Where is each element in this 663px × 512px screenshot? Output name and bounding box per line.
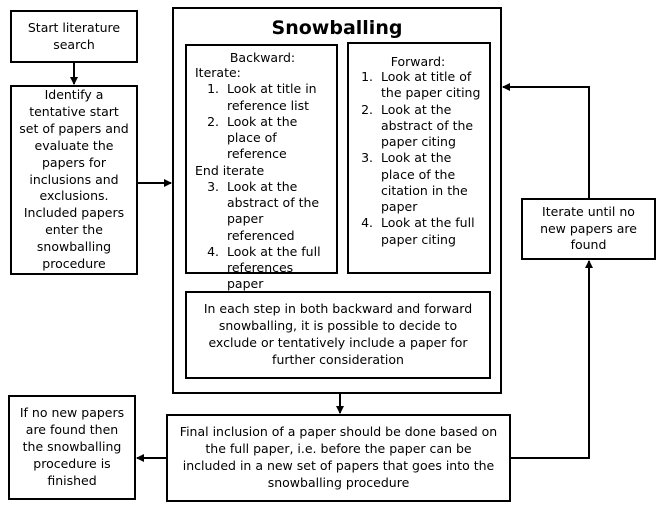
note-text: In each step in both backward and forwar…: [203, 301, 473, 367]
backward-end-iterate-label: End iterate: [195, 162, 265, 178]
backward-iterate-label: Iterate:: [195, 65, 241, 80]
note-box: In each step in both backward and forwar…: [185, 291, 491, 379]
start-box: Start literature search: [10, 10, 138, 63]
final-box: Final inclusion of a paper should be don…: [166, 414, 511, 502]
identify-box: Identify a tentative start set of papers…: [10, 85, 138, 275]
start-box-text: Start literature search: [27, 19, 121, 52]
iterate-box: Iterate until no new papers are found: [521, 198, 656, 260]
backward-title: Backward:: [229, 50, 296, 65]
final-box-text: Final inclusion of a paper should be don…: [179, 424, 498, 490]
forward-step: Look at the abstract of the paper citing: [377, 102, 483, 151]
backward-box: Backward: Iterate: Look at title in refe…: [185, 44, 338, 291]
forward-box: Forward: Look at title of the paper citi…: [347, 42, 491, 274]
identify-box-text: Identify a tentative start set of papers…: [19, 87, 129, 271]
snowballing-box: Snowballing Backward: Iterate: Look at t…: [172, 7, 502, 394]
backward-steps-b: Look at the abstract of the paper refere…: [195, 179, 330, 293]
forward-step: Look at title of the paper citing: [377, 69, 483, 102]
arrow-iterate-to-snowballing: [502, 83, 590, 198]
forward-title: Forward:: [390, 54, 446, 69]
forward-step: Look at the place of the citation in the…: [377, 150, 483, 215]
snowballing-title: Snowballing: [271, 17, 403, 39]
finish-box-text: If no new papers are found then the snow…: [19, 405, 125, 488]
backward-steps-a: Look at title in reference list Look at …: [195, 81, 330, 162]
backward-step: Look at the abstract of the paper refere…: [223, 179, 330, 244]
forward-steps: Look at title of the paper citing Look a…: [353, 69, 483, 248]
iterate-box-text: Iterate until no new papers are found: [540, 203, 637, 253]
forward-step: Look at the full paper citing: [377, 215, 483, 248]
backward-step: Look at title in reference list: [223, 81, 330, 114]
backward-step: Look at the place of reference: [223, 114, 330, 163]
arrow-final-to-iterate: [511, 260, 593, 459]
backward-step: Look at the full references paper: [223, 244, 330, 293]
finish-box: If no new papers are found then the snow…: [8, 395, 136, 500]
